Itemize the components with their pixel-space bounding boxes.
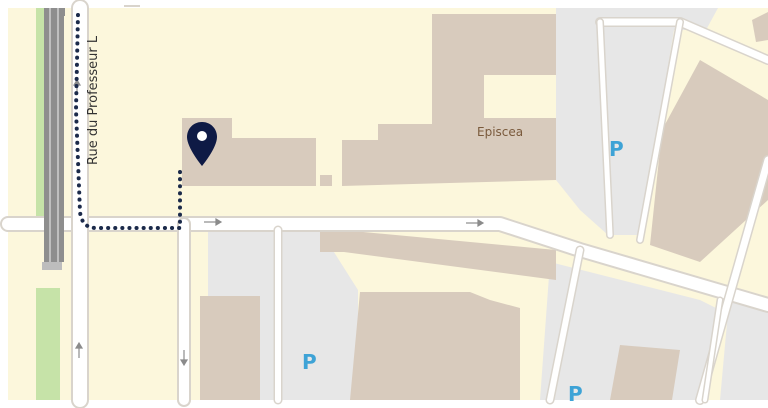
walking-route — [73, 12, 182, 230]
building-small-kiosk — [320, 175, 332, 186]
oneway-arrow-icon — [74, 341, 84, 358]
building-bottom-center — [350, 292, 520, 400]
building-top-right-corner — [752, 12, 768, 42]
building-bottom-left — [200, 296, 260, 400]
map-top-border — [0, 0, 768, 8]
parking-area-top-right — [556, 8, 718, 235]
parking-area-right-edge — [720, 290, 768, 400]
building-top-right — [650, 60, 768, 262]
parking-label-center: P — [302, 350, 317, 374]
building-center-strip — [320, 228, 556, 280]
oneway-arrow-icon — [204, 217, 223, 227]
map-pin-icon[interactable] — [187, 122, 217, 166]
street-label: Rue du Professeur L — [86, 35, 101, 165]
green-strip-left-top — [36, 8, 46, 223]
map-bottom-border — [0, 400, 768, 408]
parking-label-bottom-right: P — [568, 382, 583, 406]
building-episcea — [342, 14, 556, 186]
green-strip-left-bottom — [36, 288, 60, 400]
railway-line — [42, 8, 64, 270]
oneway-arrow-icon — [179, 350, 189, 367]
map-left-border — [0, 0, 8, 408]
building-label-episcea: Episcea — [477, 125, 523, 139]
parking-label-top-right: P — [609, 137, 624, 161]
building-bottom-right — [610, 345, 680, 400]
oneway-arrow-icon — [466, 218, 485, 228]
